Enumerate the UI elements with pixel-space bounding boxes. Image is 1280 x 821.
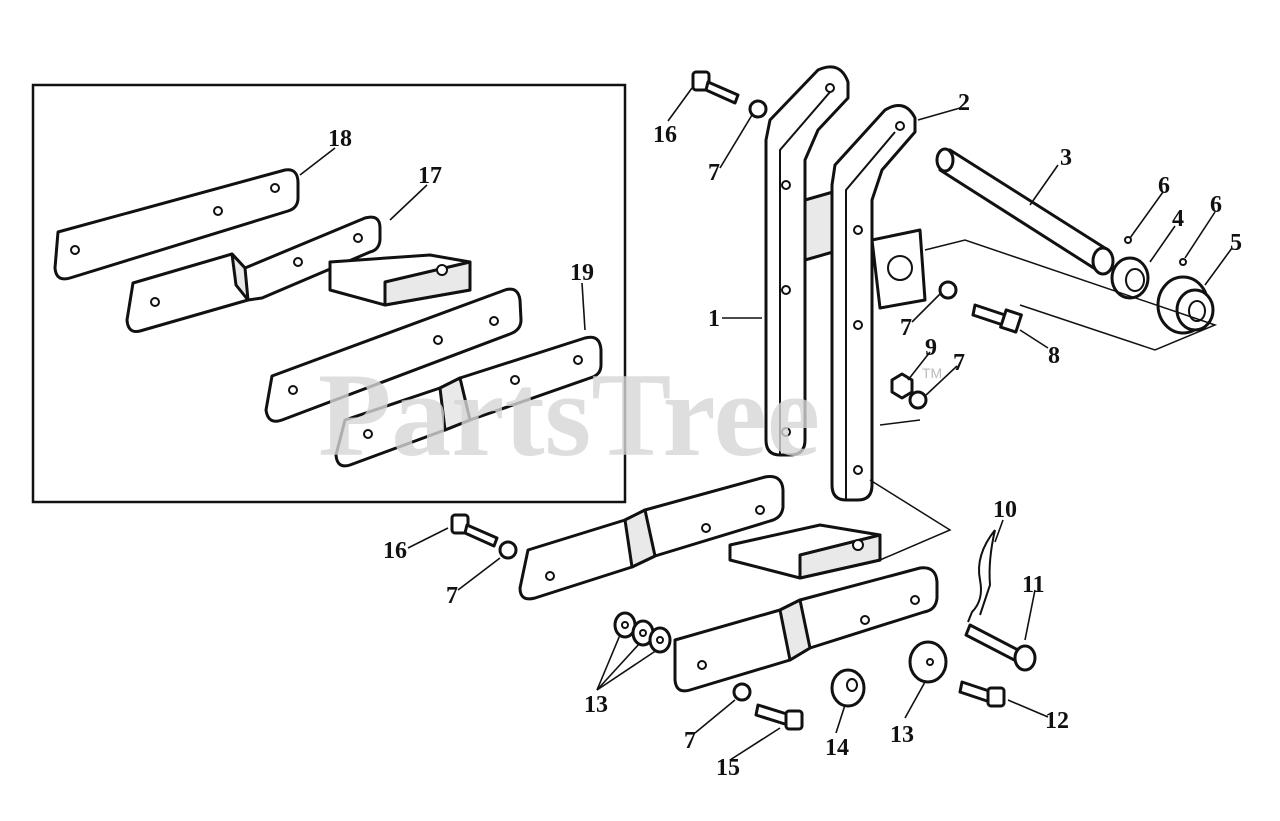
callout-6a[interactable]: 6	[1158, 173, 1170, 199]
part-16-bolt-upper[interactable]	[691, 70, 740, 105]
assembly-guide-line-lower	[869, 479, 952, 561]
callout-16a[interactable]: 16	[653, 122, 677, 148]
callout-17[interactable]: 17	[418, 163, 442, 189]
callout-7b[interactable]: 7	[900, 315, 912, 341]
callout-18[interactable]: 18	[328, 126, 352, 152]
callout-16b[interactable]: 16	[383, 538, 407, 564]
callout-labels: 18 17 19 2 3 6 4 6 5 1 16 7 7 8 9 7 16 7…	[328, 90, 1242, 781]
part-10-hairpin[interactable]	[967, 529, 996, 623]
lower-offset-bar[interactable]	[673, 566, 939, 693]
part-2-upright[interactable]	[830, 104, 927, 502]
part-9-nut[interactable]	[890, 372, 914, 400]
part-18-flat-bar[interactable]	[53, 168, 300, 281]
callout-7a[interactable]: 7	[708, 160, 720, 186]
part-14-spacer[interactable]	[830, 668, 866, 708]
callout-11[interactable]: 11	[1022, 572, 1045, 598]
callout-3[interactable]: 3	[1060, 145, 1072, 171]
inset-frame	[31, 83, 627, 504]
callout-15[interactable]: 15	[716, 755, 740, 781]
part-19-offset-bar[interactable]	[334, 335, 603, 468]
part-17-offset-bar[interactable]	[125, 215, 472, 333]
part-15-bolt[interactable]	[754, 703, 804, 731]
lower-offset-bar-with-plate[interactable]	[518, 475, 882, 601]
callout-13a[interactable]: 13	[584, 692, 608, 718]
part-7-washer-a[interactable]	[748, 99, 768, 119]
callout-7e[interactable]: 7	[684, 728, 696, 754]
part-3-shaft[interactable]	[935, 147, 1115, 276]
part-12-bolt[interactable]	[958, 680, 1006, 708]
part-8-bolt[interactable]	[971, 303, 1023, 334]
callout-7c[interactable]: 7	[953, 350, 965, 376]
part-7-washer-d[interactable]	[498, 540, 518, 560]
part-4-collar[interactable]	[1110, 256, 1150, 300]
callout-6b[interactable]: 6	[1210, 192, 1222, 218]
callout-1[interactable]: 1	[708, 306, 720, 332]
callout-9[interactable]: 9	[925, 335, 937, 361]
callout-2[interactable]: 2	[958, 90, 970, 116]
watermark-text: PartsTree	[318, 348, 820, 481]
callout-10[interactable]: 10	[993, 497, 1017, 523]
callout-4[interactable]: 4	[1172, 206, 1184, 232]
part-6-setscrew-b[interactable]	[1179, 258, 1187, 266]
assembly-guide-line-mid	[879, 419, 921, 426]
callout-19[interactable]: 19	[570, 260, 594, 286]
watermark-tm: TM	[922, 365, 942, 381]
callout-8[interactable]: 8	[1048, 343, 1060, 369]
part-6-setscrew-a[interactable]	[1124, 236, 1132, 244]
part-11-pin[interactable]	[964, 623, 1037, 672]
part-7-washer-c[interactable]	[908, 390, 928, 410]
part-7-washer-b[interactable]	[938, 280, 958, 300]
inset-flat-bar[interactable]	[264, 287, 523, 423]
part-13-washer-large[interactable]	[908, 640, 948, 684]
callout-14[interactable]: 14	[825, 735, 849, 761]
leader-lines	[299, 87, 1233, 761]
callout-13b[interactable]: 13	[890, 722, 914, 748]
callout-5[interactable]: 5	[1230, 230, 1242, 256]
callout-7d[interactable]: 7	[446, 583, 458, 609]
part-5-bearing[interactable]	[1156, 275, 1215, 335]
part-13-washer-stack[interactable]	[613, 611, 672, 654]
part-7-washer-e[interactable]	[732, 682, 752, 702]
callout-12[interactable]: 12	[1045, 708, 1069, 734]
assembly-guide-line	[924, 239, 1218, 351]
part-16-bolt-lower[interactable]	[450, 513, 499, 548]
